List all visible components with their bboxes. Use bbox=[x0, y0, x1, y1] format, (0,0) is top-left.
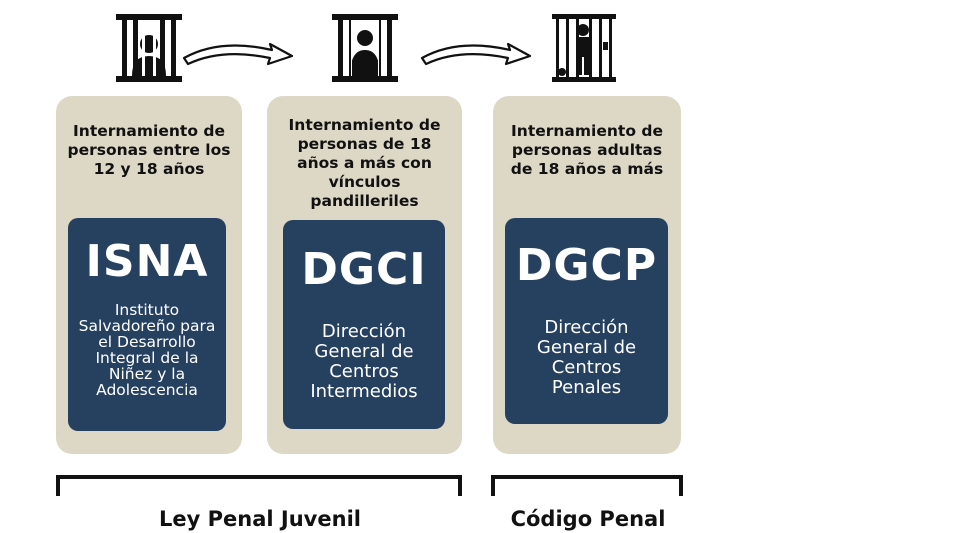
law-label-ley-penal-juvenil: Ley Penal Juvenil bbox=[159, 507, 361, 531]
institution-box: ISNA Instituto Salvadoreño para el Desar… bbox=[68, 218, 226, 431]
card-dgci: Internamiento de personas de 18 años a m… bbox=[267, 96, 462, 454]
institution-full-name: Instituto Salvadoreño para el Desarrollo… bbox=[78, 301, 216, 399]
arrow-right-icon bbox=[420, 42, 532, 66]
card-description: Internamiento de personas adultas de 18 … bbox=[510, 122, 664, 178]
law-label-codigo-penal: Código Penal bbox=[510, 507, 666, 531]
jail-adult-icon bbox=[552, 14, 616, 82]
card-dgcp: Internamiento de personas adultas de 18 … bbox=[493, 96, 681, 454]
institution-full-name: Dirección General de Centros Intermedios bbox=[310, 321, 418, 402]
institution-abbreviation: DGCI bbox=[301, 244, 427, 295]
institution-abbreviation: DGCP bbox=[515, 240, 658, 291]
institution-box: DGCI Dirección General de Centros Interm… bbox=[283, 220, 445, 429]
card-description: Internamiento de personas entre los 12 y… bbox=[67, 122, 231, 178]
card-description: Internamiento de personas de 18 años a m… bbox=[288, 116, 441, 210]
arrow-right-icon bbox=[182, 42, 294, 66]
institution-abbreviation: ISNA bbox=[85, 236, 209, 287]
jail-youth-icon bbox=[116, 14, 182, 82]
institution-full-name: Dirección General de Centros Penales bbox=[536, 317, 637, 398]
card-isna: Internamiento de personas entre los 12 y… bbox=[56, 96, 242, 454]
bracket-codigo-penal bbox=[491, 475, 683, 496]
jail-person-icon bbox=[332, 14, 398, 82]
bracket-ley-penal-juvenil bbox=[56, 475, 462, 496]
institution-box: DGCP Dirección General de Centros Penale… bbox=[505, 218, 668, 424]
